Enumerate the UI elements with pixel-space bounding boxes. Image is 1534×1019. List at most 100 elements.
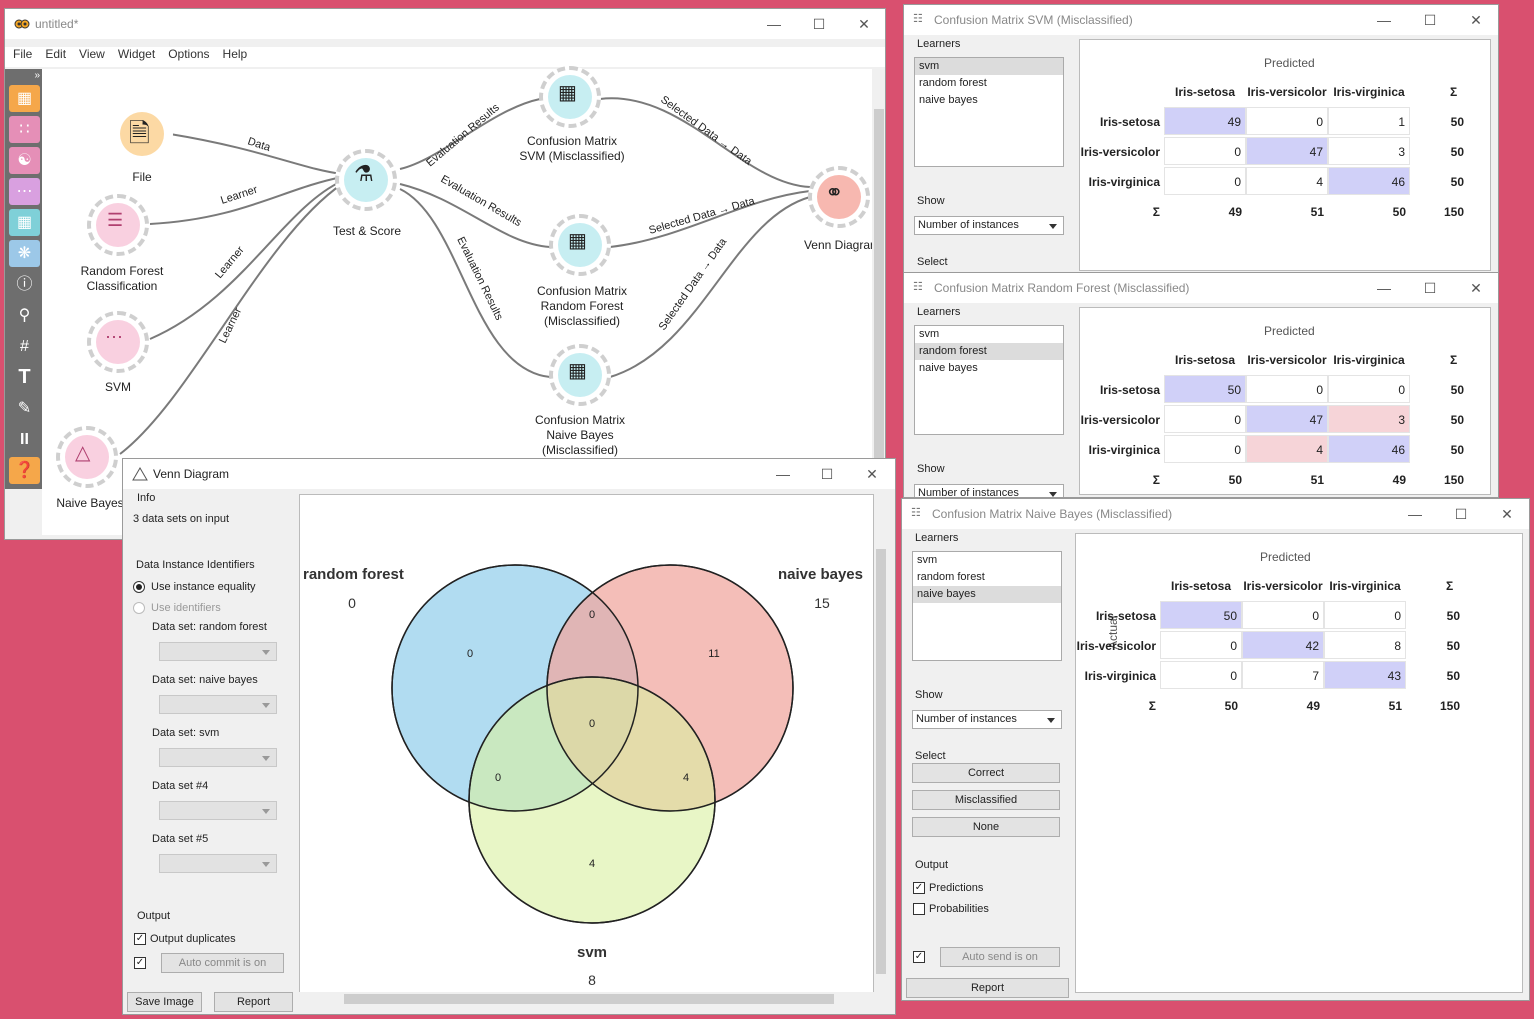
tree-icon[interactable]: ☯ — [9, 147, 40, 174]
learner-item[interactable]: svm — [915, 58, 1063, 75]
ds-combo-5[interactable] — [159, 854, 277, 873]
evaluate-icon[interactable]: ▦ — [9, 209, 40, 236]
model-icon[interactable]: ⋯ — [9, 178, 40, 205]
learners-list[interactable]: svm random forest naive bayes — [914, 325, 1064, 435]
auto-send-button[interactable]: Auto send is on — [940, 947, 1060, 967]
show-combo[interactable]: Number of instances — [914, 216, 1064, 235]
row-sum: 50 — [1450, 413, 1464, 427]
close-icon[interactable]: ✕ — [1501, 506, 1513, 522]
matrix-cell: 3 — [1328, 405, 1410, 433]
maximize-icon[interactable]: ☐ — [812, 16, 826, 32]
use-equality-radio[interactable] — [133, 581, 145, 593]
canvas-vscroll[interactable] — [872, 69, 885, 535]
workflow-canvas[interactable]: Data Learner Learner Learner Evaluation … — [42, 66, 880, 535]
none-button[interactable]: None — [912, 817, 1060, 837]
close-icon[interactable]: ✕ — [1470, 12, 1482, 28]
learners-list[interactable]: svm random forest naive bayes — [912, 551, 1062, 661]
pause-icon[interactable]: II — [20, 431, 29, 448]
misclassified-button[interactable]: Misclassified — [912, 790, 1060, 810]
venn-title: Venn Diagram — [153, 467, 230, 481]
help-icon[interactable]: ❓ — [9, 457, 40, 484]
pen-icon[interactable]: ✎ — [17, 400, 32, 417]
maximize-icon[interactable]: ☐ — [820, 466, 834, 482]
ds-combo-nb[interactable] — [159, 695, 277, 714]
random-forest-node[interactable]: ☰ — [87, 194, 149, 256]
venn-window: Venn Diagram — ☐ ✕ Info 3 data sets on i… — [122, 458, 896, 1015]
menu-help[interactable]: Help — [222, 47, 248, 61]
expand-icon[interactable]: » — [34, 70, 40, 81]
report-button[interactable]: Report — [906, 978, 1069, 998]
naive-bayes-node[interactable]: △ — [56, 426, 118, 488]
svm-circle — [468, 676, 716, 924]
confusion-rf-node[interactable]: ▦ — [549, 214, 611, 276]
venn-vscroll[interactable] — [874, 494, 888, 982]
menu-edit[interactable]: Edit — [45, 47, 67, 61]
data-table-icon[interactable]: ▦ — [9, 85, 40, 112]
confusion-svm-node[interactable]: ▦ — [539, 66, 601, 128]
output-duplicates-checkbox[interactable]: ✓ — [134, 933, 146, 945]
maximize-icon[interactable]: ☐ — [1423, 12, 1437, 28]
widget-toolbar: » ▦ ∷ ☯ ⋯ ▦ ❋ ⓘ ⚲ # T ✎ II ❓ — [5, 69, 43, 489]
file-node[interactable]: 🗎 — [111, 103, 173, 165]
col-sum: 49 — [1392, 473, 1406, 487]
grid-icon[interactable]: # — [20, 338, 29, 355]
auto-send-checkbox[interactable]: ✓ — [913, 951, 925, 963]
ds-label-nb: Data set: naive bayes — [152, 674, 258, 686]
close-icon[interactable]: ✕ — [858, 16, 870, 32]
region-nb-only: 11 — [708, 648, 719, 660]
correct-button[interactable]: Correct — [912, 763, 1060, 783]
col-sum: 50 — [1228, 473, 1242, 487]
predictions-checkbox[interactable]: ✓ — [913, 882, 925, 894]
minimize-icon[interactable]: — — [1377, 12, 1391, 28]
test-score-node[interactable]: ⚗ — [335, 149, 397, 211]
maximize-icon[interactable]: ☐ — [1454, 506, 1468, 522]
show-combo[interactable]: Number of instances — [912, 710, 1062, 729]
menu-file[interactable]: File — [13, 47, 33, 61]
unsupervised-icon[interactable]: ❋ — [9, 240, 40, 267]
close-icon[interactable]: ✕ — [1470, 280, 1482, 296]
search-icon[interactable]: ⚲ — [18, 307, 31, 324]
info-icon[interactable]: ⓘ — [16, 276, 33, 293]
auto-commit-button[interactable]: Auto commit is on — [161, 953, 284, 973]
row-header: Iris-virginica — [1088, 443, 1160, 457]
learners-list[interactable]: svm random forest naive bayes — [914, 57, 1064, 167]
learner-item[interactable]: svm — [919, 328, 940, 340]
ds-combo-rf[interactable] — [159, 642, 277, 661]
save-image-button[interactable]: Save Image — [127, 992, 202, 1012]
report-button[interactable]: Report — [214, 992, 293, 1012]
learner-item[interactable]: svm — [917, 554, 938, 566]
learner-item[interactable]: random forest — [915, 343, 1063, 360]
scatter-icon[interactable]: ∷ — [9, 116, 40, 143]
minimize-icon[interactable]: — — [1377, 280, 1391, 296]
info-title: Info — [137, 492, 156, 504]
venn-hscroll[interactable] — [299, 992, 874, 1006]
learner-item[interactable]: naive bayes — [919, 94, 978, 106]
learner-item[interactable]: random forest — [917, 571, 985, 583]
ds-combo-svm[interactable] — [159, 748, 277, 767]
probabilities-checkbox[interactable] — [913, 903, 925, 915]
menu-view[interactable]: View — [79, 47, 105, 61]
menu-options[interactable]: Options — [168, 47, 210, 61]
cm-titlebar: ☷Confusion Matrix SVM (Misclassified)—☐✕ — [904, 5, 1498, 35]
minimize-icon[interactable]: — — [767, 16, 781, 32]
svm-node[interactable]: ⋯ — [87, 311, 149, 373]
output-title: Output — [137, 910, 171, 922]
minimize-icon[interactable]: — — [1408, 506, 1422, 522]
use-identifiers-radio[interactable] — [133, 602, 145, 614]
show-combo[interactable]: Number of instances — [914, 484, 1064, 497]
naive-bayes-label: Naive Bayes — [56, 496, 124, 510]
minimize-icon[interactable]: — — [776, 466, 790, 482]
learner-item[interactable]: naive bayes — [919, 362, 978, 374]
menu-widget[interactable]: Widget — [117, 47, 156, 61]
learner-item[interactable]: naive bayes — [913, 586, 1061, 603]
learner-item[interactable]: random forest — [919, 77, 987, 89]
maximize-icon[interactable]: ☐ — [1423, 280, 1437, 296]
matrix-app-icon: ☷ — [911, 507, 921, 519]
close-icon[interactable]: ✕ — [866, 466, 878, 482]
auto-commit-checkbox[interactable]: ✓ — [134, 957, 146, 969]
text-icon[interactable]: T — [18, 366, 31, 388]
ds-combo-4[interactable] — [159, 801, 277, 820]
confusion-nb-node[interactable]: ▦ — [549, 344, 611, 406]
venn-node[interactable]: ⚭ — [808, 166, 870, 228]
